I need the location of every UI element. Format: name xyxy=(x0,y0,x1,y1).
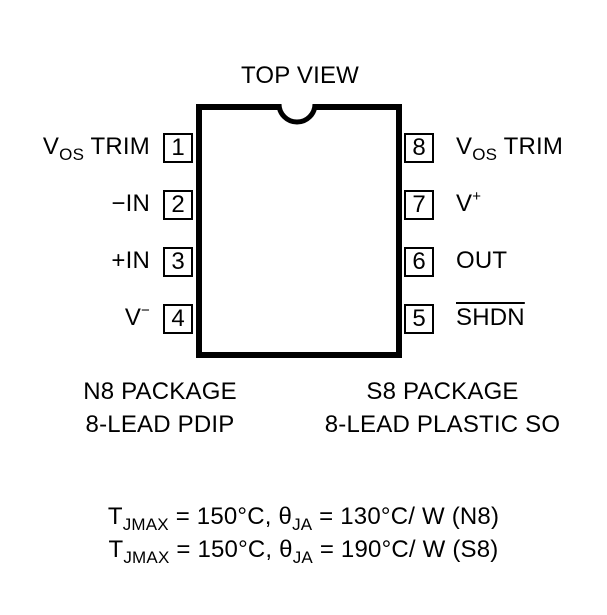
pin-4-label: V− xyxy=(124,302,150,331)
thermal-line-n8: TJMAX = 150°C, θJA = 130°C/ W (N8) xyxy=(107,503,500,534)
package-left-line1: N8 PACKAGE xyxy=(83,378,237,405)
pin-3-label: +IN xyxy=(111,247,150,274)
pin-5-label: SHDN xyxy=(456,304,525,331)
package-left-line2: 8-LEAD PDIP xyxy=(85,411,235,438)
pin-1-label: VOS TRIM xyxy=(42,133,150,164)
pin-5-box: 5 xyxy=(404,304,434,334)
pin1-notch-icon xyxy=(277,104,317,125)
pin-4-box: 4 xyxy=(163,304,193,334)
ic-package-body xyxy=(196,104,402,358)
package-right-line2: 8-LEAD PLASTIC SO xyxy=(324,411,561,438)
pin-1-box: 1 xyxy=(163,133,193,163)
thermal-line-s8: TJMAX = 150°C, θJA = 190°C/ W (S8) xyxy=(108,536,499,567)
pin-6-box: 6 xyxy=(404,247,434,277)
package-right-line1: S8 PACKAGE xyxy=(366,378,519,405)
pin-2-label: −IN xyxy=(111,190,150,217)
pin-7-box: 7 xyxy=(404,190,434,220)
pin-6-label: OUT xyxy=(456,247,508,274)
pin-8-label: VOS TRIM xyxy=(456,133,564,164)
diagram-title: TOP VIEW xyxy=(240,62,360,89)
pin-3-box: 3 xyxy=(163,247,193,277)
pin-2-box: 2 xyxy=(163,190,193,220)
pin-7-label: V+ xyxy=(456,188,482,217)
pin-8-box: 8 xyxy=(404,133,434,163)
